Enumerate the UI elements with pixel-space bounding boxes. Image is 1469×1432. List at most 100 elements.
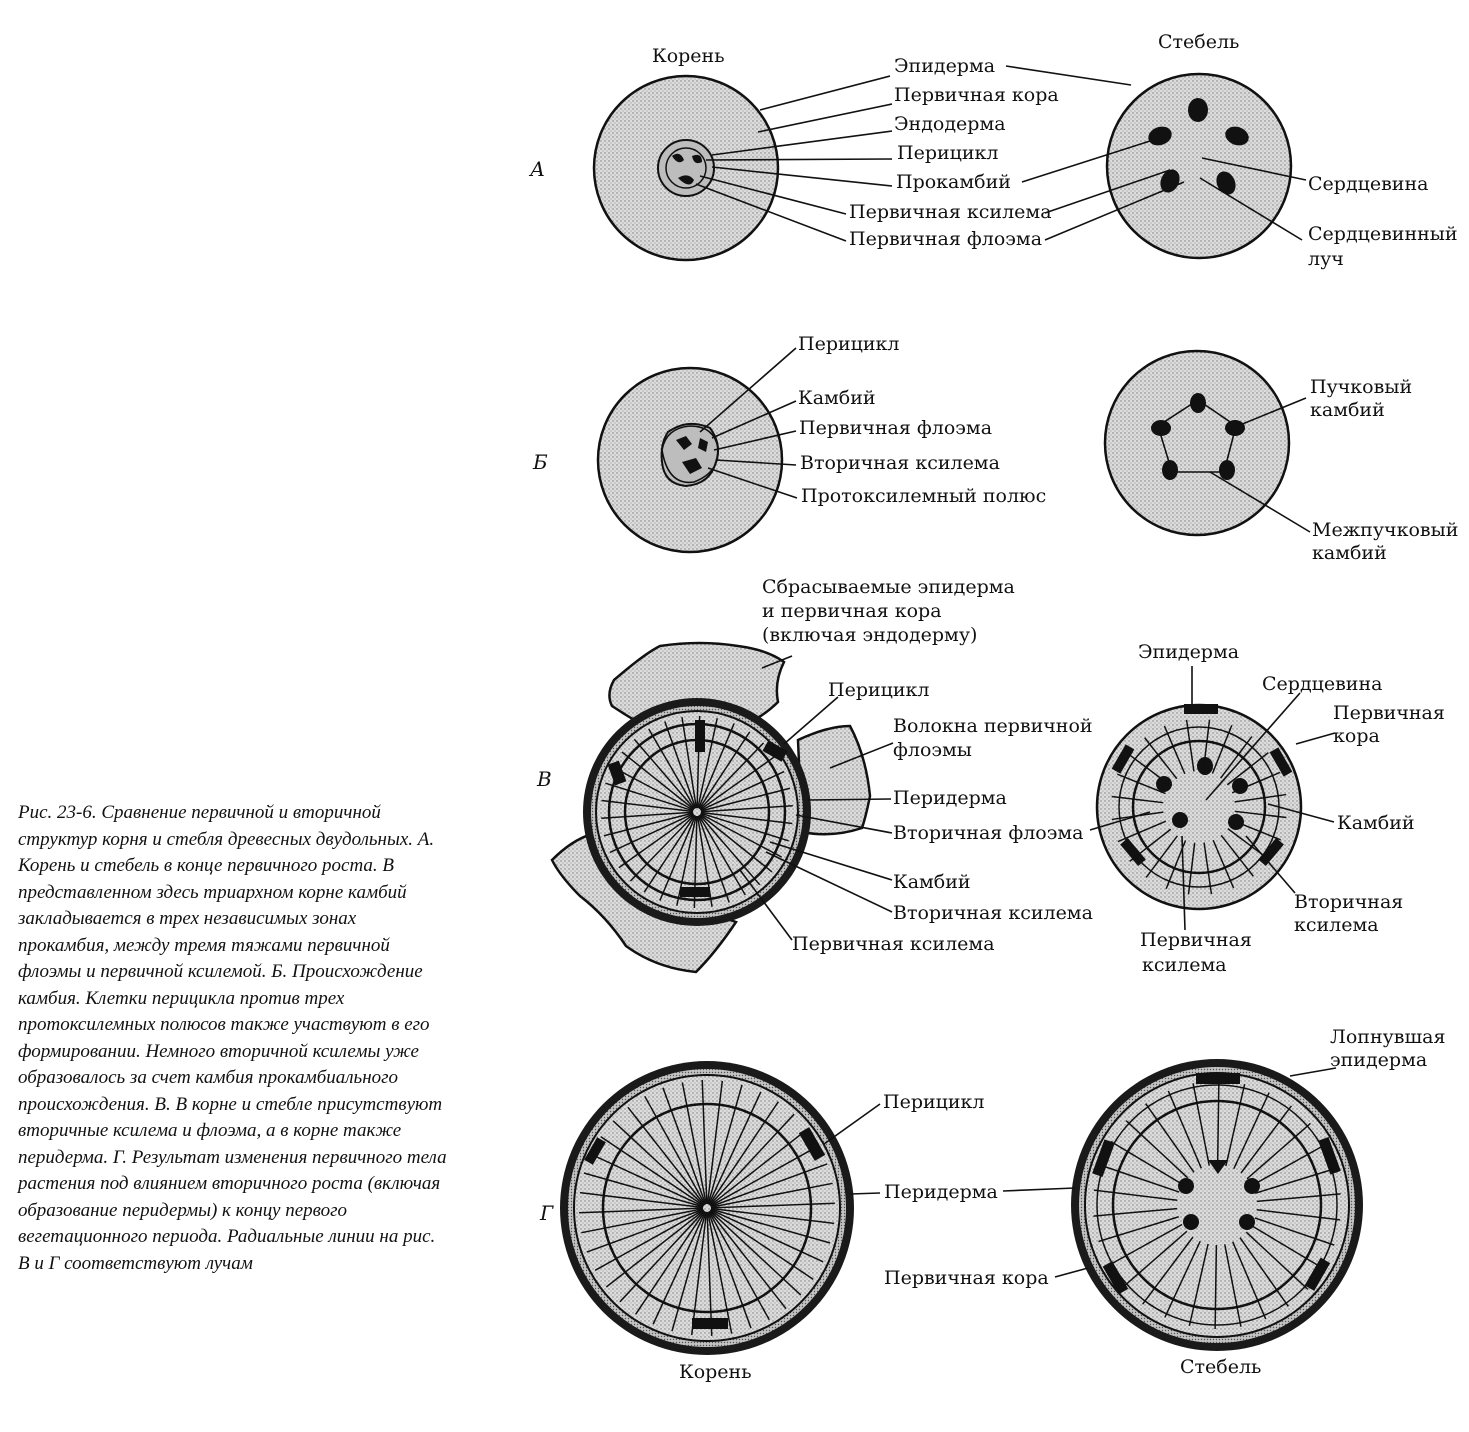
ray-line (643, 814, 696, 893)
ray-line (1167, 1090, 1202, 1169)
ray-line (709, 1128, 809, 1207)
label-v-sec-xylem: Вторичная ксилема (893, 902, 1093, 924)
diagram-b-stem-leaders (1209, 397, 1311, 533)
ray-line (707, 1211, 733, 1334)
header-stem-top: Стебель (1158, 31, 1239, 53)
ray-line (681, 717, 698, 809)
ray-line (1254, 1217, 1335, 1246)
ray-line (590, 1153, 704, 1207)
ray-line (603, 812, 694, 837)
row-label-g: Г (539, 1201, 554, 1225)
ray-line (1129, 828, 1172, 862)
diagram-a-stem-leaders (1005, 65, 1307, 241)
ray-line (698, 731, 751, 810)
ray-line (611, 766, 694, 811)
ray-line (698, 815, 746, 896)
diagram-a-root (592, 74, 780, 262)
label-a-endodermis: Эндодерма (894, 113, 1006, 135)
ray-line (706, 1080, 724, 1205)
ray-line (1220, 736, 1253, 779)
ray-line (1111, 795, 1164, 804)
row-label-a: А (528, 157, 545, 181)
label-b-interfasc-2: камбий (1312, 542, 1387, 564)
ray-line (707, 1211, 752, 1329)
ray-line (633, 738, 695, 810)
ray-line (1093, 1189, 1178, 1201)
ray-line (1202, 719, 1211, 772)
ray-line (1232, 819, 1281, 841)
ray-line (1216, 1081, 1220, 1166)
ray-line (1164, 1240, 1201, 1318)
label-v-prim-xylem: Первичная ксилема (792, 933, 995, 955)
label-g-pericycle: Перицикл (883, 1091, 984, 1113)
ray-line (659, 815, 697, 901)
label-a-pith: Сердцевина (1308, 173, 1428, 195)
ray-line (708, 1210, 787, 1310)
ray-line (629, 814, 695, 882)
diagram-g-root-leaders (823, 1103, 881, 1195)
label-b-fasc-1: Пучковый (1310, 376, 1412, 398)
ray-line (619, 1210, 705, 1303)
ray-line (605, 1209, 705, 1288)
ray-line (605, 782, 694, 812)
label-v-stem-sec-xylem-2: ксилема (1294, 914, 1379, 936)
ray-line (1117, 820, 1167, 843)
ray-line (635, 1210, 706, 1315)
ray-line (700, 813, 783, 858)
ray-line (696, 716, 701, 809)
label-v-shed-3: (включая эндодерму) (762, 624, 977, 646)
ray-line (701, 1080, 708, 1205)
label-a-pith-ray-2: луч (1308, 248, 1344, 270)
ray-line (601, 799, 694, 813)
ray-line (1212, 839, 1235, 889)
diagram-g-root (560, 1061, 854, 1355)
label-a-epidermis: Эпидерма (894, 55, 995, 77)
label-b-sec-xylem: Вторичная ксилема (800, 452, 1000, 474)
ray-line (710, 1145, 820, 1207)
label-b-pericycle: Перицикл (798, 333, 899, 355)
label-a-xylem: Первичная ксилема (849, 201, 1052, 223)
diagram-v-root (550, 641, 872, 974)
label-a-procambium: Прокамбий (896, 171, 1011, 193)
label-a-phloem: Первичная флоэма (849, 228, 1042, 250)
ray-line (708, 1091, 762, 1205)
ray-line (1255, 1167, 1336, 1194)
ray-line (1141, 1236, 1194, 1305)
ray-line (1256, 1193, 1341, 1203)
diagram-a-stem (1105, 72, 1293, 260)
ray-line (609, 813, 694, 854)
ray-line (1251, 1143, 1326, 1187)
row-label-b: Б (532, 450, 548, 474)
ray-line (699, 742, 765, 810)
ray-line (618, 813, 695, 869)
ray-line (1099, 1164, 1180, 1193)
label-g-periderm: Перидерма (884, 1181, 998, 1203)
ray-line (1188, 1243, 1209, 1327)
ray-line (1234, 810, 1287, 819)
label-g-cortex: Первичная кора (884, 1267, 1049, 1289)
ray-line (1128, 753, 1171, 786)
ray-line (586, 1208, 704, 1253)
ray-line (1226, 752, 1269, 786)
label-v-cambium: Камбий (893, 871, 971, 893)
ray-line (662, 1087, 707, 1205)
ray-line (710, 1202, 835, 1209)
ray-line (699, 814, 761, 886)
ray-line (652, 1211, 706, 1325)
ray-line (1144, 737, 1178, 780)
ray-line (709, 1113, 795, 1206)
ray-line (697, 723, 735, 809)
ray-line (1145, 1103, 1195, 1173)
diagram-g-stem (1071, 1059, 1363, 1351)
ray-line (1245, 1231, 1309, 1290)
ray-line (627, 1106, 706, 1206)
label-v-shed-1: Сбрасываемые эпидерма (762, 576, 1015, 598)
ray-line (681, 1082, 707, 1205)
ray-line (1233, 1092, 1270, 1170)
diagram-v-stem (1095, 703, 1303, 911)
ray-line (706, 1211, 713, 1336)
label-b-fasc-2: камбий (1310, 399, 1385, 421)
ray-line (1231, 771, 1281, 794)
ray-line (601, 811, 694, 819)
